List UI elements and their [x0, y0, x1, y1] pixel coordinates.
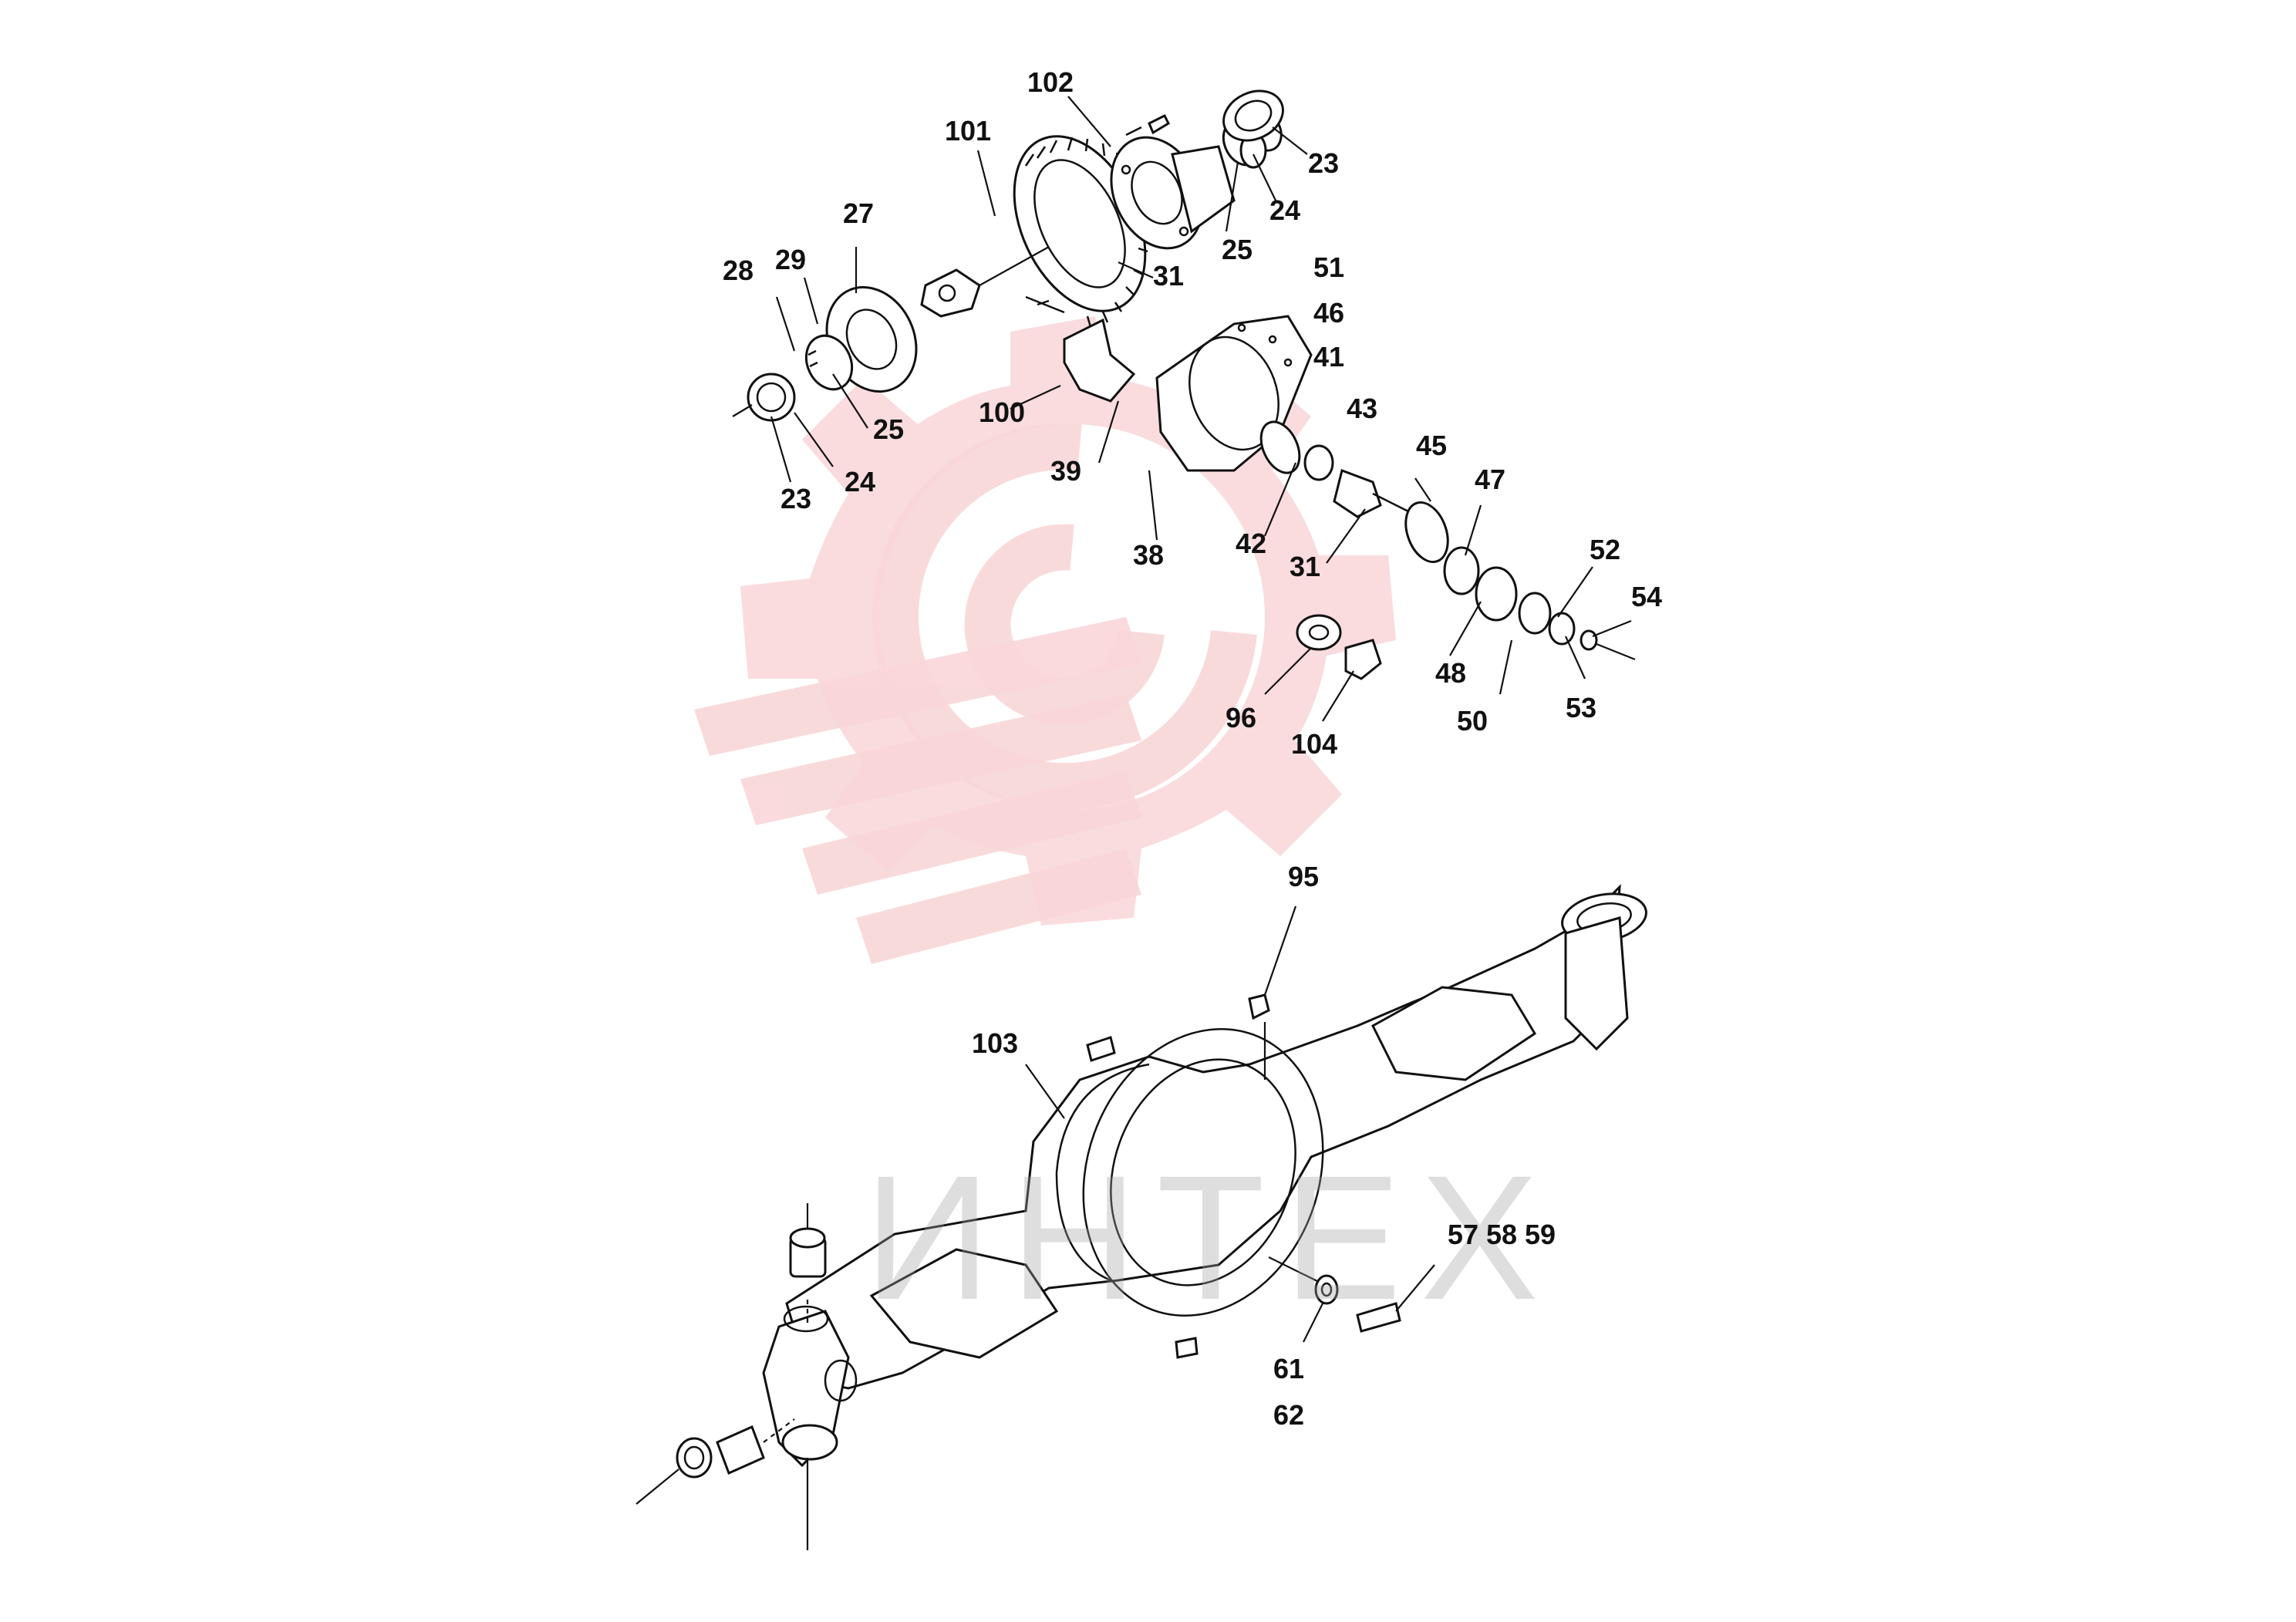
pinion-shaft-assembly — [1259, 420, 1636, 661]
drain-plug — [1175, 1337, 1199, 1359]
bolt-57 — [1356, 1302, 1401, 1333]
callout-57-58-59: 57 58 59 — [1447, 1219, 1556, 1250]
callout-42: 42 — [1235, 528, 1267, 559]
callout-62: 62 — [1273, 1399, 1305, 1431]
yoke-104 — [1344, 639, 1382, 680]
callout-103: 103 — [971, 1027, 1019, 1059]
callout-24-left: 24 — [844, 466, 876, 497]
callout-41: 41 — [1313, 341, 1345, 373]
watermark-text: ИНТЕХ — [864, 1138, 1557, 1337]
callout-53: 53 — [1565, 692, 1597, 723]
callout-25-left: 25 — [872, 413, 905, 445]
callout-31-pinion: 31 — [1289, 551, 1321, 582]
king-pin-top-bushing — [789, 1203, 827, 1323]
washer-96 — [1296, 614, 1342, 651]
left-seal-and-bushing — [636, 1418, 795, 1505]
right-spindle — [1561, 892, 1647, 1051]
callout-29: 29 — [774, 244, 807, 275]
callout-46: 46 — [1313, 297, 1345, 329]
callout-61: 61 — [1273, 1353, 1305, 1384]
washer-61 — [1314, 1274, 1339, 1305]
callout-50: 50 — [1456, 705, 1489, 737]
left-spindle — [762, 1305, 858, 1468]
left-bearing-cup — [732, 373, 796, 422]
watermark-stripes — [694, 617, 1141, 964]
differential-case — [1110, 136, 1236, 250]
callout-54: 54 — [1630, 581, 1663, 612]
callout-31-top: 31 — [1152, 260, 1185, 292]
callout-38: 38 — [1132, 539, 1165, 571]
callout-27: 27 — [842, 197, 875, 229]
callout-100: 100 — [978, 396, 1026, 428]
callout-48: 48 — [1435, 657, 1467, 689]
leader-lines — [770, 96, 1632, 1343]
callout-47: 47 — [1474, 464, 1506, 495]
callout-45: 45 — [1415, 430, 1448, 461]
callout-23-left: 23 — [780, 483, 812, 514]
left-diff-case — [804, 285, 918, 393]
callout-95: 95 — [1287, 861, 1320, 892]
callout-28: 28 — [722, 255, 754, 286]
callout-52: 52 — [1589, 534, 1621, 565]
callout-96: 96 — [1225, 702, 1257, 733]
top-bolt — [1125, 113, 1170, 137]
plug-left — [1086, 1036, 1116, 1062]
spider-gear-pin — [920, 246, 1050, 318]
bearing-cup-top — [1222, 89, 1284, 142]
breather-95 — [1248, 993, 1270, 1020]
callout-102: 102 — [1027, 66, 1074, 98]
callout-23-top: 23 — [1307, 147, 1340, 179]
bracket-100 — [1025, 295, 1136, 403]
callout-25-top: 25 — [1221, 234, 1253, 265]
callout-104: 104 — [1290, 728, 1338, 760]
callout-51: 51 — [1313, 251, 1345, 283]
callout-39: 39 — [1050, 455, 1082, 487]
axle-housing — [785, 884, 1621, 1390]
callout-43: 43 — [1346, 393, 1378, 424]
callout-24-top: 24 — [1269, 194, 1301, 226]
callout-101: 101 — [944, 115, 992, 147]
watermark-logo-cutouts — [879, 424, 1265, 810]
